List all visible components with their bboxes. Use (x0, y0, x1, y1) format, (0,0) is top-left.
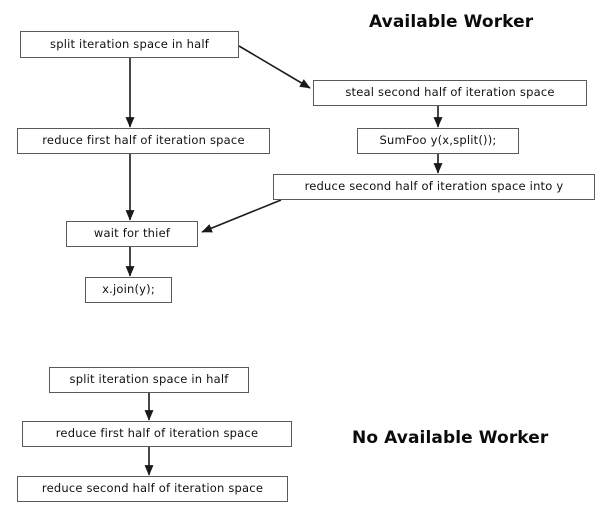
node-label: split iteration space in half (69, 372, 229, 387)
node-reduce-second-into-y[interactable]: reduce second half of iteration space in… (273, 174, 595, 200)
node-label: reduce second half of iteration space in… (304, 179, 564, 194)
node-wait-for-thief[interactable]: wait for thief (66, 221, 198, 247)
node-label: SumFoo y(x,split()); (379, 133, 497, 148)
node-split-top[interactable]: split iteration space in half (20, 31, 239, 58)
node-reduce-second-bottom[interactable]: reduce second half of iteration space (17, 476, 288, 502)
node-label: steal second half of iteration space (345, 85, 555, 100)
node-label: reduce first half of iteration space (55, 426, 259, 441)
heading-no-available-worker: No Available Worker (352, 428, 549, 448)
node-reduce-first-top[interactable]: reduce first half of iteration space (17, 128, 270, 154)
edge-split-to-steal (238, 45, 311, 89)
node-reduce-first-bottom[interactable]: reduce first half of iteration space (22, 421, 292, 447)
node-x-join-y[interactable]: x.join(y); (85, 277, 172, 303)
node-label: x.join(y); (102, 282, 155, 297)
node-steal-second[interactable]: steal second half of iteration space (313, 80, 587, 106)
node-label: split iteration space in half (50, 36, 209, 51)
node-split-bottom[interactable]: split iteration space in half (49, 367, 249, 393)
edge-reduce-second-to-wait (201, 199, 282, 233)
heading-available-worker: Available Worker (369, 12, 534, 32)
node-label: wait for thief (93, 226, 171, 241)
node-label: reduce first half of iteration space (42, 133, 245, 148)
node-label: reduce second half of iteration space (41, 481, 264, 496)
node-sumfoo[interactable]: SumFoo y(x,split()); (357, 128, 519, 154)
